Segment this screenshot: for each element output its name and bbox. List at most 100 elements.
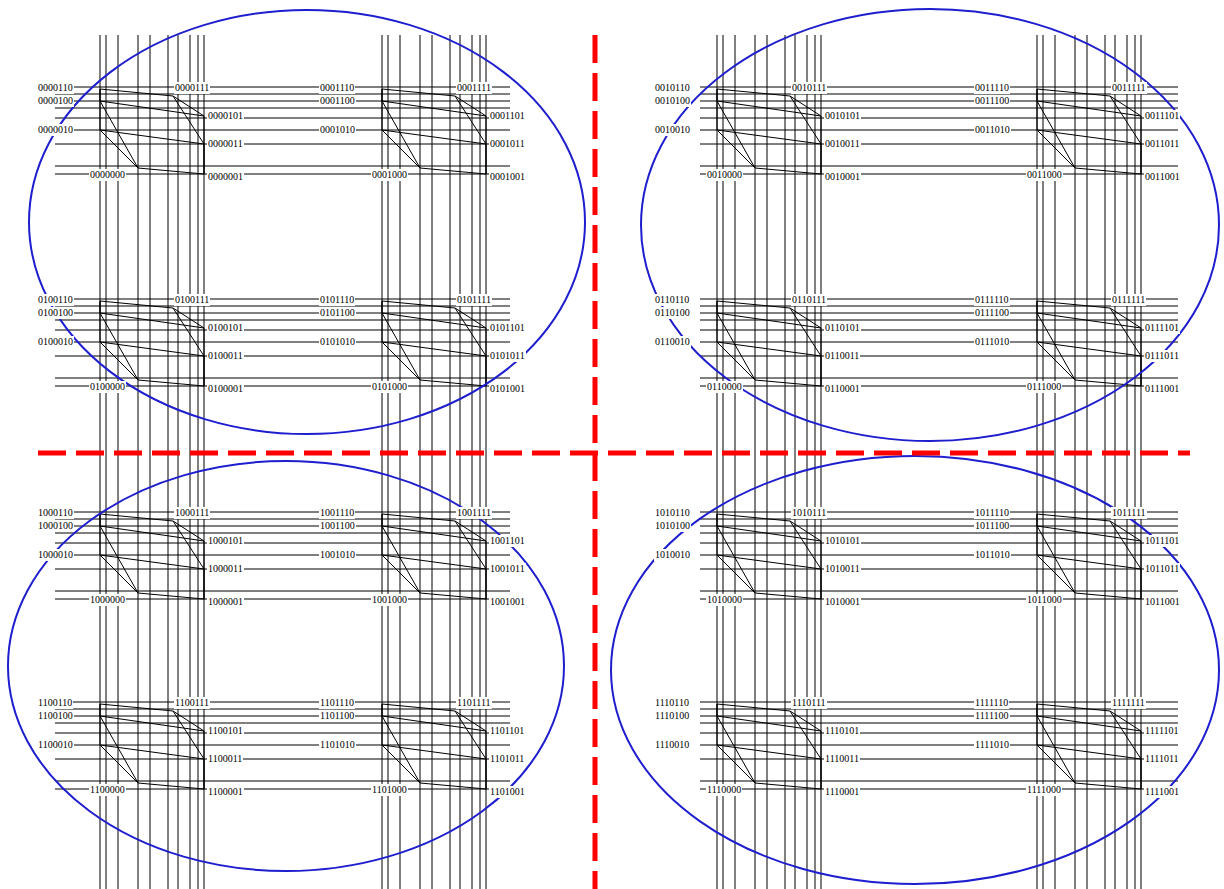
cube-link — [717, 704, 790, 711]
node-label: 0011111 — [1111, 82, 1147, 94]
node-label: 1100111 — [174, 697, 210, 709]
group-ellipse — [641, 9, 1219, 441]
cube-link — [717, 101, 821, 116]
cube-link — [382, 301, 455, 308]
node-label: 1110000 — [706, 784, 742, 796]
cube-link — [717, 555, 755, 593]
cube-link — [1037, 514, 1110, 521]
node-label: 1111100 — [974, 710, 1010, 722]
cube-link — [455, 521, 486, 541]
node-label: 1011000 — [1026, 594, 1063, 606]
wire-line — [55, 299, 510, 300]
cube-link — [1037, 745, 1141, 759]
node-label: 0010100 — [654, 95, 691, 107]
cube-link — [455, 96, 486, 144]
cube-link — [382, 301, 383, 342]
wire-line — [700, 130, 1178, 131]
cube-link — [717, 301, 718, 342]
cube-link — [100, 101, 204, 116]
cube-link — [204, 328, 205, 386]
node-label: 1111010 — [974, 739, 1010, 751]
cube-link — [1141, 328, 1142, 386]
node-label: 1011011 — [1144, 563, 1180, 575]
cube-link — [1037, 745, 1075, 783]
cube-link — [1037, 716, 1141, 731]
wire-line — [55, 781, 510, 782]
wire-line — [55, 555, 510, 556]
wire-line — [700, 555, 1178, 556]
group-ellipse — [611, 456, 1219, 884]
cube-link — [755, 593, 821, 599]
cube-link — [382, 313, 486, 328]
cube-link — [100, 130, 138, 168]
cube-link — [821, 759, 822, 789]
wire-line — [1105, 35, 1106, 889]
wire-line — [55, 716, 510, 717]
cube-link — [1110, 711, 1141, 759]
node-label: 0001011 — [489, 138, 526, 150]
cube-link — [1037, 342, 1141, 356]
cube-link — [173, 96, 204, 116]
cube-link — [204, 356, 205, 386]
cube-link — [486, 116, 487, 174]
cube-link — [1037, 342, 1075, 380]
wire-line — [388, 35, 389, 889]
cube-link — [1037, 130, 1141, 144]
cube-link — [173, 308, 204, 328]
cube-link — [420, 380, 486, 386]
wire-line — [723, 35, 724, 889]
node-label: 1100101 — [207, 725, 244, 737]
node-label: 1110010 — [654, 739, 690, 751]
cube-link — [455, 521, 486, 569]
cube-link — [173, 521, 204, 541]
node-label: 0000010 — [37, 124, 74, 136]
node-label: 1011101 — [1144, 535, 1180, 547]
cube-link — [100, 555, 204, 569]
cube-link — [138, 168, 204, 174]
node-label: 1101101 — [489, 725, 525, 737]
node-label: 1000010 — [37, 549, 74, 561]
cube-link — [204, 759, 205, 789]
node-label: 0001001 — [489, 171, 526, 183]
cube-link — [717, 89, 718, 130]
cube-link — [1110, 308, 1141, 328]
wire-line — [700, 533, 1178, 534]
cube-link — [790, 711, 821, 759]
wire-line — [700, 716, 1178, 717]
cube-link — [717, 526, 821, 541]
cube-link — [486, 731, 487, 789]
cube-link — [138, 593, 204, 599]
wire-line — [700, 342, 1178, 343]
node-label: 0010001 — [824, 171, 861, 183]
node-label: 0001101 — [489, 110, 526, 122]
cube-link — [382, 130, 420, 168]
node-label: 0100100 — [37, 307, 74, 319]
wire-line — [198, 35, 199, 889]
node-label: 0011100 — [974, 95, 1010, 107]
cube-link — [755, 380, 821, 386]
cube-link — [486, 541, 487, 599]
wire-line — [432, 35, 433, 889]
node-label: 1111101 — [1144, 725, 1180, 737]
node-label: 1101000 — [371, 784, 408, 796]
cube-link — [755, 783, 821, 789]
wire-line — [815, 35, 816, 889]
node-label: 0000001 — [207, 171, 244, 183]
node-label: 0101111 — [456, 294, 492, 306]
cube-link — [1141, 144, 1142, 174]
node-label: 0100111 — [174, 294, 210, 306]
cube-link — [1037, 555, 1075, 593]
node-label: 0000011 — [207, 138, 244, 150]
node-label: 1000011 — [207, 563, 244, 575]
wire-line — [55, 526, 510, 527]
node-label: 0010010 — [654, 124, 691, 136]
cube-link — [717, 704, 718, 745]
cube-link — [204, 731, 205, 789]
cube-link — [204, 144, 205, 174]
node-label: 1000100 — [37, 520, 74, 532]
node-label: 1000001 — [207, 596, 244, 608]
node-label: 0110010 — [654, 336, 691, 348]
wire-line — [190, 35, 191, 889]
node-label: 0011110 — [974, 82, 1010, 94]
